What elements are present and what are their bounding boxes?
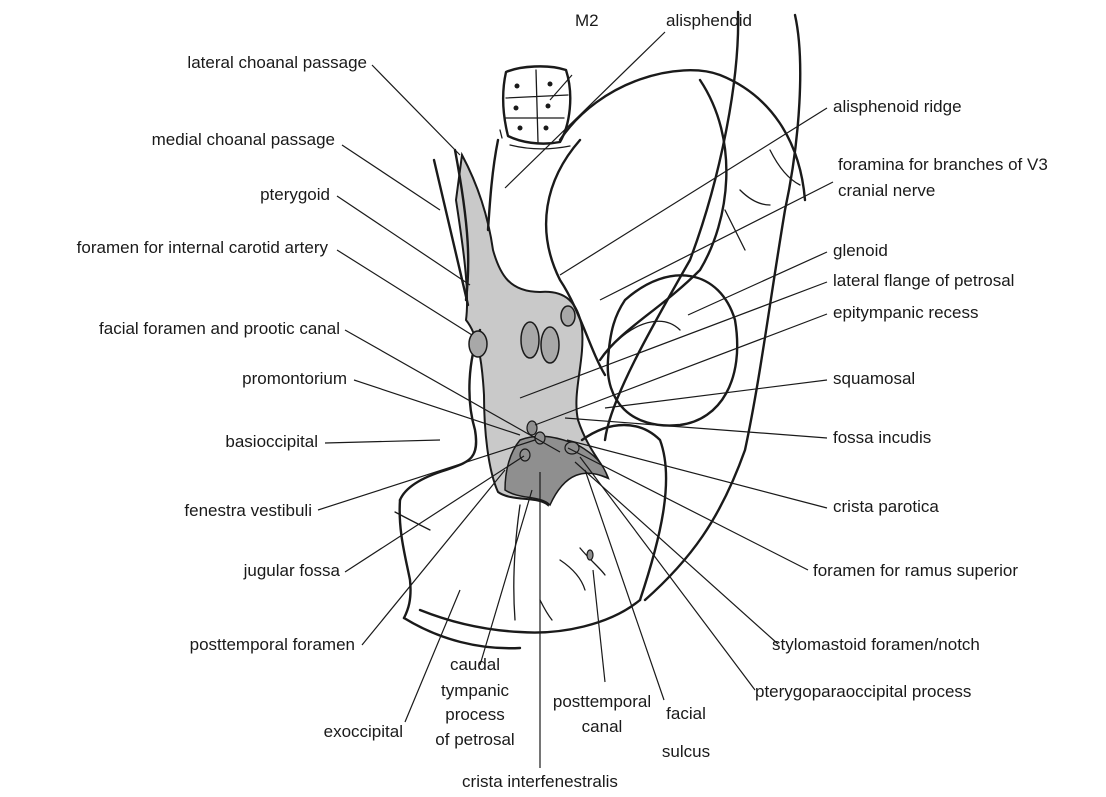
label-caudal-tympanic-2: tympanic xyxy=(441,681,510,700)
label-fenestra-vestibuli: fenestra vestibuli xyxy=(184,501,312,520)
label-pterygoparaoccipital: pterygoparaoccipital process xyxy=(755,682,971,701)
m2-tooth xyxy=(503,66,570,143)
label-promontorium: promontorium xyxy=(242,369,347,388)
label-caudal-tympanic-1: caudal xyxy=(450,655,500,674)
label-alisphenoid-ridge: alisphenoid ridge xyxy=(833,97,962,116)
label-posttemporal-canal-2: canal xyxy=(582,717,623,736)
label-lateral-choanal-passage: lateral choanal passage xyxy=(187,53,367,72)
label-squamosal: squamosal xyxy=(833,369,915,388)
label-posttemporal-canal-1: posttemporal xyxy=(553,692,651,711)
label-pterygoid: pterygoid xyxy=(260,185,330,204)
label-medial-choanal-passage: medial choanal passage xyxy=(152,130,335,149)
label-foramina-v3-line1: foramina for branches of V3 xyxy=(838,155,1048,174)
label-epitympanic-recess: epitympanic recess xyxy=(833,303,979,322)
label-foramen-ramus-superior: foramen for ramus superior xyxy=(813,561,1018,580)
label-facial-foramen-prootic-canal: facial foramen and prootic canal xyxy=(99,319,340,338)
label-foramina-v3-line2: cranial nerve xyxy=(838,181,935,200)
label-posttemporal-foramen: posttemporal foramen xyxy=(190,635,355,654)
label-stylomastoid: stylomastoid foramen/notch xyxy=(772,635,980,654)
label-exoccipital: exoccipital xyxy=(324,722,403,741)
label-caudal-tympanic-3: process xyxy=(445,705,505,724)
label-crista-parotica: crista parotica xyxy=(833,497,939,516)
label-jugular-fossa: jugular fossa xyxy=(243,561,341,580)
label-lateral-flange-petrosal: lateral flange of petrosal xyxy=(833,271,1014,290)
label-basioccipital: basioccipital xyxy=(225,432,318,451)
label-alisphenoid: alisphenoid xyxy=(666,11,752,30)
label-crista-interfenestralis: crista interfenestralis xyxy=(462,772,618,791)
bone-outlines xyxy=(395,12,805,648)
label-caudal-tympanic-4: of petrosal xyxy=(435,730,514,749)
label-fossa-incudis: fossa incudis xyxy=(833,428,931,447)
label-m2: M2 xyxy=(575,11,599,30)
label-foramen-internal-carotid: foramen for internal carotid artery xyxy=(77,238,329,257)
label-glenoid: glenoid xyxy=(833,241,888,260)
label-facial-sulcus-2: sulcus xyxy=(662,742,710,761)
label-facial-sulcus-1: facial xyxy=(666,704,706,723)
